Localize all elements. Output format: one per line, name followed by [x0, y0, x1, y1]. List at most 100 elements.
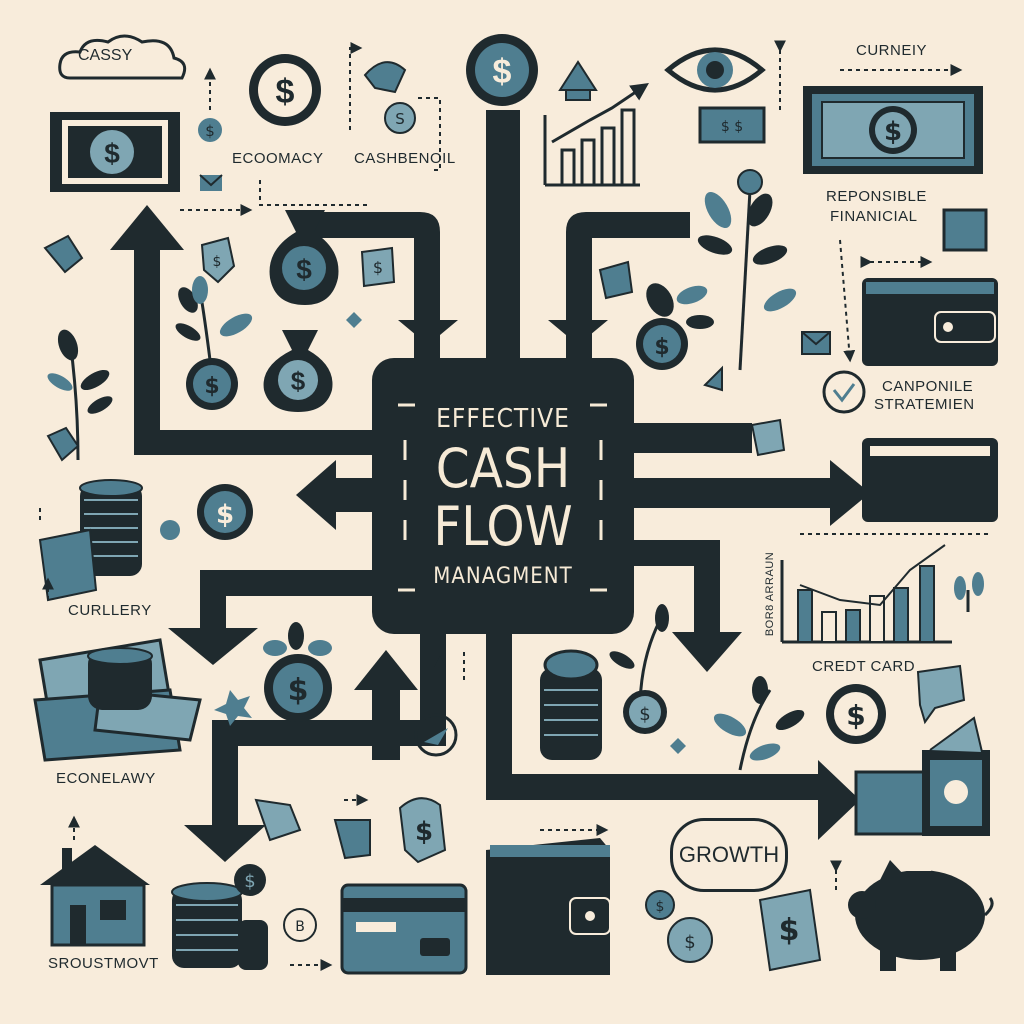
envelope-icon: [199, 174, 223, 191]
star-icon: [214, 690, 252, 726]
plant-icon: [954, 572, 984, 612]
banknote-small-icon: $ $: [698, 106, 766, 144]
svg-text:$: $: [846, 699, 865, 732]
dollar-coin-icon: $: [466, 34, 538, 106]
svg-text:B: B: [295, 919, 305, 935]
title-box: [372, 358, 634, 634]
wallet-icon: [862, 438, 998, 522]
dollar-coin-icon: $: [826, 684, 886, 744]
label-sroustmovt: SROUSTMOVT: [48, 955, 159, 972]
label-credit-card: CREDT CARD: [812, 658, 916, 675]
svg-text:$: $: [104, 138, 120, 169]
dollar-tag-icon: [46, 426, 80, 462]
title-line-effective: EFFECTIVE: [436, 403, 570, 434]
svg-text:$: $: [276, 73, 295, 111]
svg-text:$: $: [779, 913, 800, 948]
svg-text:$: $: [296, 254, 312, 285]
title-line-flow: FLOW: [433, 494, 573, 558]
bar-chart-icon: [780, 544, 952, 644]
title-block: EFFECTIVE CASH FLOW MANAGMENT: [372, 360, 634, 632]
dollar-tag-icon: $: [360, 246, 396, 288]
dollar-tag-icon: $: [667, 917, 713, 963]
banknote-box-icon: [854, 716, 990, 836]
credit-card-icon: [340, 883, 468, 975]
flow-arrows: [110, 110, 870, 862]
money-bag-icon: $: [263, 330, 333, 412]
label-canponile: CANPONILE: [882, 378, 974, 395]
eye-icon: [664, 47, 766, 93]
bar-chart-icon: [543, 82, 649, 187]
dollar-coin-icon: $: [249, 54, 321, 126]
svg-text:$: $: [213, 254, 222, 270]
label-cassy: CASSY: [78, 47, 133, 64]
svg-text:$: $: [373, 258, 383, 277]
dollar-tag-icon: $: [398, 797, 447, 864]
pagoda-icon: [558, 60, 598, 101]
compass-icon: [414, 713, 458, 757]
label-finanicial: FINANICIAL: [830, 208, 918, 225]
svg-text:$: $: [884, 117, 902, 147]
coin-stack-icon: [38, 479, 143, 602]
dollar-tag-icon: [822, 370, 866, 414]
dollar-tag-icon: $: [758, 888, 822, 972]
dollar-coin-icon: $: [197, 484, 253, 540]
wallet-icon: [862, 278, 998, 366]
svg-text:S: S: [395, 110, 405, 128]
label-ecoomacy: ECOOMACY: [232, 150, 324, 167]
dollar-tag-icon: S: [384, 102, 416, 134]
svg-text:$: $: [656, 899, 665, 915]
svg-text:$: $: [639, 704, 650, 725]
svg-text:$: $: [493, 53, 512, 91]
svg-text:$: $: [288, 673, 309, 708]
house-icon: [40, 845, 150, 947]
svg-text:$: $: [291, 366, 306, 396]
svg-text:$: $: [216, 500, 234, 530]
label-reponsible: REPONSIBLE: [826, 188, 927, 205]
dollar-tag-icon: [43, 234, 84, 274]
diamond-icon: [346, 312, 362, 328]
title-dashes: [398, 403, 607, 592]
dollar-tag-icon: $: [198, 118, 222, 142]
dollar-tag-icon: [363, 61, 407, 94]
dollar-coin-icon: $: [234, 864, 266, 896]
dot-icon: [160, 520, 180, 540]
svg-text:$ $: $ $: [721, 119, 743, 135]
plant-icon: $: [263, 622, 332, 722]
title-line-management: MANAGMENT: [433, 563, 573, 589]
title-line-cash: CASH: [435, 436, 571, 500]
label-curllery: CURLLERY: [68, 602, 152, 619]
banknote-pile-icon: [33, 638, 202, 762]
svg-text:$: $: [244, 871, 255, 892]
dollar-tag-icon: B: [283, 908, 317, 942]
triangle-icon: [703, 365, 723, 392]
label-stratemien: STRATEMIEN: [874, 396, 975, 413]
plant-icon: $: [609, 604, 669, 734]
cloud-icon: [58, 34, 187, 80]
growth-badge: GROWTH: [670, 818, 788, 892]
leaf-tag-icon: [333, 819, 371, 860]
label-chart-caption: BOR8 ARRAUN: [764, 551, 777, 637]
piggy-bank-icon: [848, 860, 994, 971]
label-econelawy: ECONELAWY: [56, 770, 156, 787]
photo-icon: [942, 208, 988, 252]
banknote-icon: $: [50, 112, 180, 192]
plant-icon: [697, 169, 797, 371]
svg-text:$: $: [654, 335, 669, 360]
svg-text:$: $: [204, 374, 219, 399]
money-bag-icon: $: [269, 210, 339, 305]
dollar-tag-icon: [598, 260, 634, 300]
label-curneiy: CURNEIY: [856, 42, 928, 59]
coin-stack-icon: [171, 882, 268, 970]
svg-text:$: $: [205, 122, 215, 140]
speech-bubble-icon: [916, 664, 966, 725]
coin-stack-icon: [540, 649, 602, 760]
plant-icon: $: [636, 283, 714, 370]
label-cashbenoil: CASHBENOIL: [354, 150, 456, 167]
banknote-icon: $: [803, 86, 983, 174]
wallet-icon: [486, 838, 611, 975]
connector-lines: [39, 40, 990, 971]
svg-text:$: $: [415, 817, 433, 847]
dollar-tag-icon: $: [645, 890, 675, 920]
